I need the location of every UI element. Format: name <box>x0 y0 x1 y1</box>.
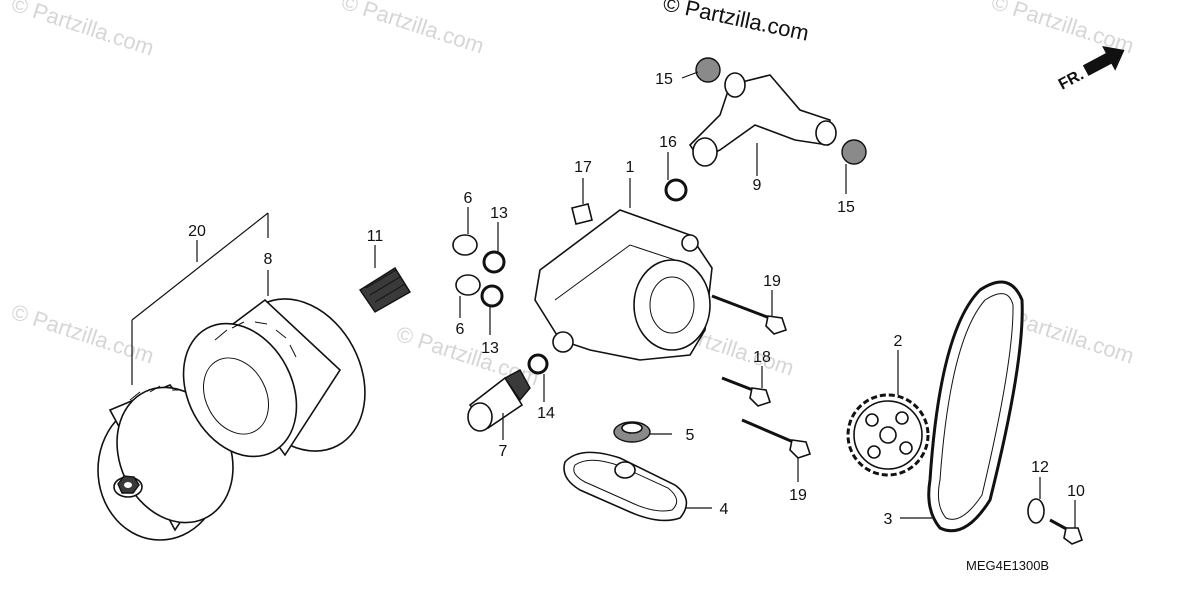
callout-20: 20 <box>188 223 206 240</box>
callout-12: 12 <box>1031 459 1049 476</box>
callout-16: 16 <box>659 134 677 151</box>
callout-labels: 20 8 11 6 13 6 13 17 1 16 15 9 15 19 18 … <box>188 71 1085 528</box>
part-13-o-rings <box>480 250 506 308</box>
callout-11: 11 <box>367 228 384 245</box>
callout-2: 2 <box>894 333 903 350</box>
arrow-icon <box>1082 46 1125 76</box>
callout-10: 10 <box>1067 483 1085 500</box>
callout-8: 8 <box>264 251 273 268</box>
part-19-bolt-lower <box>741 418 812 459</box>
callout-6: 6 <box>456 321 465 338</box>
part-2-drive-sprocket <box>846 393 930 477</box>
part-14-o-ring <box>527 353 549 375</box>
callout-7: 7 <box>499 443 508 460</box>
callout-13: 13 <box>490 205 508 222</box>
watermark: © Partzilla.com <box>8 0 157 61</box>
callout-13: 13 <box>481 340 499 357</box>
callout-14: 14 <box>537 405 555 422</box>
part-18-bolt <box>721 376 772 407</box>
callout-6: 6 <box>464 190 473 207</box>
part-19-bolt-upper <box>711 294 788 335</box>
leader-lines <box>131 71 1076 528</box>
part-6-collars <box>452 234 481 296</box>
part-15-seal <box>695 57 721 83</box>
callout-17: 17 <box>574 159 592 176</box>
part-11-stud <box>359 267 411 313</box>
part-7-relief-valve <box>467 369 531 432</box>
callout-9: 9 <box>753 177 762 194</box>
part-8-oil-filter <box>182 298 366 458</box>
part-17-dowel-pin <box>571 203 593 225</box>
callout-19: 19 <box>789 487 807 504</box>
part-16-o-ring <box>664 178 688 202</box>
callout-5: 5 <box>686 427 695 444</box>
part-3-drive-chain <box>927 280 1024 533</box>
part-20-oil-filter-wrench-cap <box>97 384 234 541</box>
part-5-grommet <box>613 421 651 443</box>
callout-19: 19 <box>763 273 781 290</box>
part-12-washer <box>1027 498 1045 524</box>
callout-18: 18 <box>753 349 771 366</box>
part-1-oil-pump <box>534 209 713 361</box>
watermark: © Partzilla.com <box>338 0 487 59</box>
part-10-bolt <box>1049 518 1083 545</box>
callout-4: 4 <box>720 501 729 518</box>
part-9-oil-pipe <box>688 72 837 167</box>
callout-15: 15 <box>655 71 673 88</box>
callout-1: 1 <box>626 159 635 176</box>
part-4-oil-strainer <box>563 451 688 522</box>
callout-15: 15 <box>837 199 855 216</box>
copyright-banner: © Partzilla.com <box>661 0 811 46</box>
callout-3: 3 <box>884 511 893 528</box>
watermark: © Partzilla.com <box>8 299 157 369</box>
drawing-code: MEG4E1300B <box>966 558 1049 573</box>
front-marker-label: FR. <box>1056 66 1087 93</box>
part-15-seal <box>841 139 867 165</box>
